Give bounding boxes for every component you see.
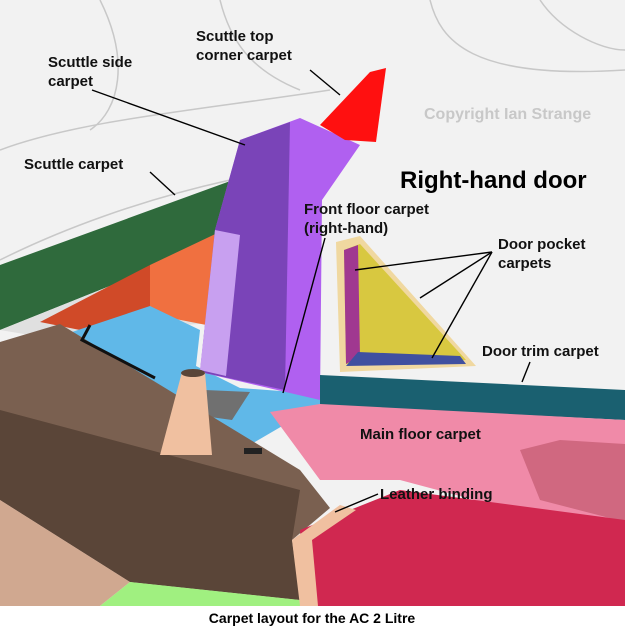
- label-scuttle-top-2: corner carpet: [196, 47, 292, 64]
- seat: [300, 490, 625, 606]
- floor-trim-edge: [79, 324, 156, 380]
- pencil-sketch-lines: [0, 0, 625, 261]
- scuttle-side-edge: [200, 230, 240, 376]
- floor-strip: [100, 582, 480, 606]
- door-pocket-carpet: [344, 244, 466, 364]
- label-leather-binding: Leather binding: [380, 486, 493, 503]
- floor-fixing: [244, 448, 262, 454]
- caption: Carpet layout for the AC 2 Litre: [209, 610, 416, 626]
- door-pocket-bottom: [346, 352, 466, 366]
- label-door-pocket: Door pocket: [498, 236, 586, 253]
- copyright: Copyright Ian Strange: [424, 106, 591, 123]
- main-floor-raised: [520, 440, 625, 522]
- label-door-pocket-2: carpets: [498, 255, 551, 272]
- main-floor-carpet: [270, 404, 625, 540]
- scuttle-carpet: [0, 172, 255, 330]
- label-scuttle-top: Scuttle top: [196, 28, 274, 45]
- label-scuttle: Scuttle carpet: [24, 156, 123, 173]
- label-scuttle-side: Scuttle side: [48, 54, 132, 71]
- label-main-floor: Main floor carpet: [360, 426, 481, 443]
- label-front-floor-2: (right-hand): [304, 220, 388, 237]
- leather-binding: [292, 505, 356, 606]
- door-pocket-side: [344, 245, 360, 364]
- tunnel-shade: [0, 410, 300, 600]
- gear-knob-top: [181, 369, 205, 377]
- leader-lines: [91, 69, 531, 513]
- label-scuttle-side-2: carpet: [48, 73, 93, 90]
- gear-knob: [160, 372, 212, 455]
- label-door-trim: Door trim carpet: [482, 343, 599, 360]
- label-front-floor: Front floor carpet: [304, 201, 429, 218]
- tunnel-lower: [0, 500, 130, 606]
- title-right-hand-door: Right-hand door: [400, 167, 587, 194]
- scuttle-top-corner-carpet: [320, 68, 386, 142]
